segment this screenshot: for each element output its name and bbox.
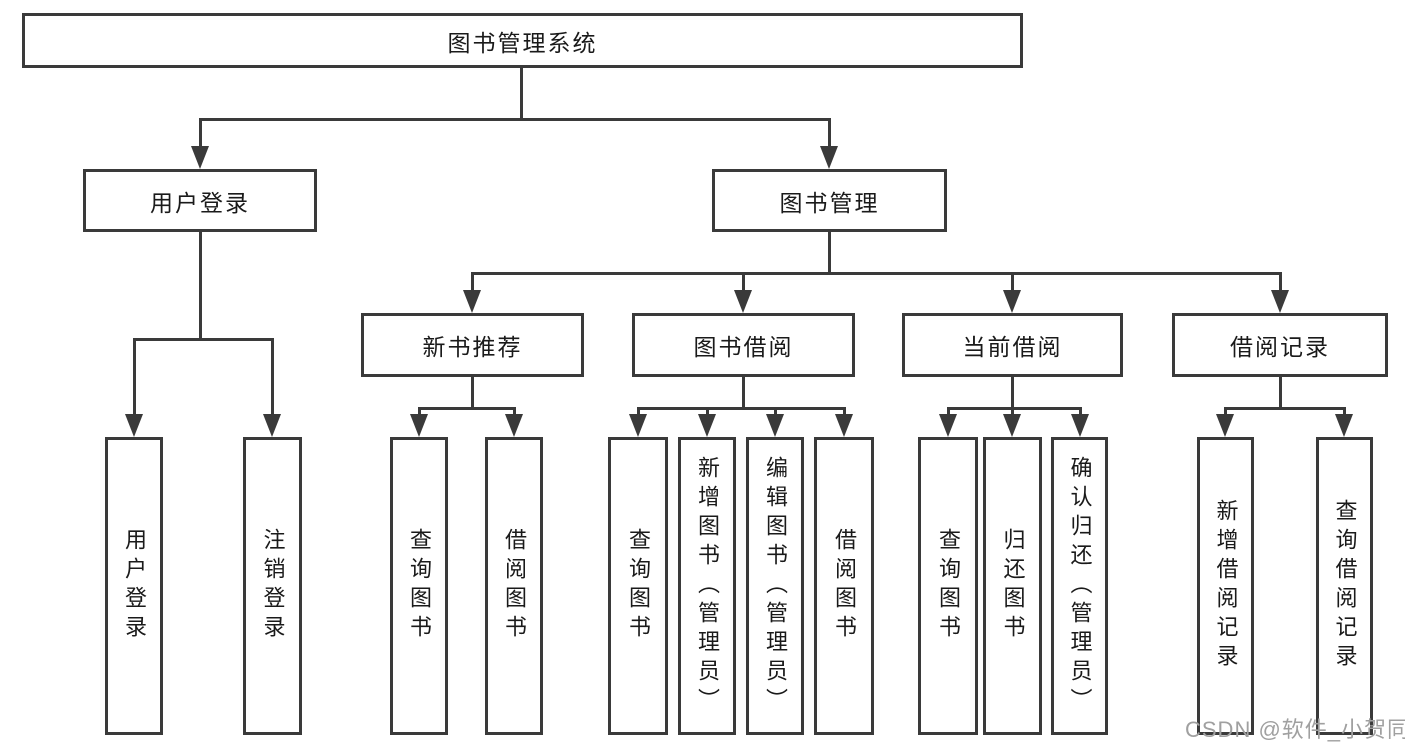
connector-root-branch-line <box>199 118 831 121</box>
connector-leaf-stem <box>133 338 136 416</box>
leaf-borrow-books-recommend-label: 借阅图书 <box>502 528 527 644</box>
connector-leaf-stem <box>418 407 421 417</box>
leaf-return-book: 归还图书 <box>983 437 1042 735</box>
node-current-borrow: 当前借阅 <box>902 313 1123 377</box>
connector-group-split <box>637 407 846 410</box>
connector-group-down <box>1279 377 1282 410</box>
connector-leaf-stem <box>1079 407 1082 417</box>
leaf-add-book-admin-label: 新增图书（管理员） <box>695 455 720 717</box>
arrow-down-icon <box>1335 414 1353 437</box>
arrow-down-icon <box>698 414 716 437</box>
node-borrow-records: 借阅记录 <box>1172 313 1388 377</box>
arrow-down-icon <box>766 414 784 437</box>
leaf-borrow-books-label: 借阅图书 <box>832 528 857 644</box>
leaf-return-book-label: 归还图书 <box>1000 528 1026 644</box>
connector-group-stem <box>1011 272 1014 292</box>
node-book-management-label: 图书管理 <box>779 189 880 216</box>
arrow-down-icon <box>820 146 838 169</box>
arrow-down-icon <box>1271 290 1289 313</box>
connector-group-split <box>418 407 516 410</box>
connector-leaf-stem <box>1224 407 1227 417</box>
connector-root-stem <box>520 68 523 118</box>
connector-leaf-stem <box>1343 407 1346 417</box>
leaf-user-login-label: 用户登录 <box>122 528 147 644</box>
arrow-down-icon <box>939 414 957 437</box>
leaf-query-books-borrow: 查询图书 <box>608 437 668 735</box>
connector-leaf-stem <box>706 407 709 417</box>
connector-leaf-stem <box>947 407 950 417</box>
leaf-query-borrow-record: 查询借阅记录 <box>1316 437 1373 735</box>
arrow-down-icon <box>1071 414 1089 437</box>
leaf-user-login: 用户登录 <box>105 437 163 735</box>
connector-group-down <box>1011 377 1014 410</box>
leaf-add-borrow-record: 新增借阅记录 <box>1197 437 1254 735</box>
arrow-down-icon <box>734 290 752 313</box>
leaf-edit-book-admin-label: 编辑图书（管理员） <box>763 455 788 717</box>
connector-leaf-stem <box>637 407 640 417</box>
node-user-login: 用户登录 <box>83 169 317 232</box>
leaf-query-books-current: 查询图书 <box>918 437 978 735</box>
leaf-logout: 注销登录 <box>243 437 302 735</box>
leaf-borrow-books: 借阅图书 <box>814 437 874 735</box>
leaf-confirm-return-admin-label: 确认归还（管理员） <box>1067 455 1093 717</box>
arrow-down-icon <box>1216 414 1234 437</box>
node-root: 图书管理系统 <box>22 13 1023 68</box>
leaf-query-books-recommend: 查询图书 <box>390 437 448 735</box>
arrow-down-icon <box>263 414 281 437</box>
node-new-book-recommend-label: 新书推荐 <box>422 334 523 360</box>
connector-book-mgmt-down <box>828 232 831 274</box>
connector-group-down <box>742 377 745 410</box>
arrow-down-icon <box>1003 414 1021 437</box>
node-borrow-records-label: 借阅记录 <box>1230 334 1330 360</box>
arrow-down-icon <box>463 290 481 313</box>
arrow-down-icon <box>505 414 523 437</box>
connector-book-mgmt-split <box>471 272 1282 275</box>
connector-user-login-down <box>199 232 202 338</box>
watermark: CSDN @软件_小贺同学 <box>1185 717 1405 742</box>
node-user-login-label: 用户登录 <box>150 189 250 216</box>
connector-leaf-stem <box>1011 407 1014 417</box>
leaf-borrow-books-recommend: 借阅图书 <box>485 437 543 735</box>
connector-group-stem <box>471 272 474 292</box>
leaf-add-borrow-record-label: 新增借阅记录 <box>1213 499 1239 673</box>
connector-user-login-stem <box>199 118 202 148</box>
node-new-book-recommend: 新书推荐 <box>361 313 584 377</box>
connector-leaf-stem <box>843 407 846 417</box>
leaf-query-books-borrow-label: 查询图书 <box>626 528 651 644</box>
connector-book-mgmt-stem <box>828 118 831 148</box>
node-book-borrow: 图书借阅 <box>632 313 855 377</box>
connector-group-down <box>471 377 474 410</box>
leaf-logout-label: 注销登录 <box>260 528 286 644</box>
node-current-borrow-label: 当前借阅 <box>962 334 1063 360</box>
node-book-borrow-label: 图书借阅 <box>693 334 794 360</box>
arrow-down-icon <box>835 414 853 437</box>
leaf-query-borrow-record-label: 查询借阅记录 <box>1332 499 1358 673</box>
arrow-down-icon <box>410 414 428 437</box>
connector-leaf-stem <box>513 407 516 417</box>
node-book-management: 图书管理 <box>712 169 947 232</box>
connector-user-login-split <box>133 338 274 341</box>
arrow-down-icon <box>1003 290 1021 313</box>
leaf-query-books-current-label: 查询图书 <box>936 528 961 644</box>
connector-leaf-stem <box>774 407 777 417</box>
connector-group-stem <box>1279 272 1282 292</box>
connector-group-split <box>1224 407 1346 410</box>
leaf-query-books-recommend-label: 查询图书 <box>407 528 432 644</box>
connector-group-split <box>947 407 1082 410</box>
node-root-label: 图书管理系统 <box>447 29 598 56</box>
arrow-down-icon <box>125 414 143 437</box>
arrow-down-icon <box>191 146 209 169</box>
arrow-down-icon <box>629 414 647 437</box>
connector-leaf-stem <box>271 338 274 416</box>
leaf-add-book-admin: 新增图书（管理员） <box>678 437 736 735</box>
leaf-edit-book-admin: 编辑图书（管理员） <box>746 437 804 735</box>
connector-group-stem <box>742 272 745 292</box>
leaf-confirm-return-admin: 确认归还（管理员） <box>1051 437 1108 735</box>
